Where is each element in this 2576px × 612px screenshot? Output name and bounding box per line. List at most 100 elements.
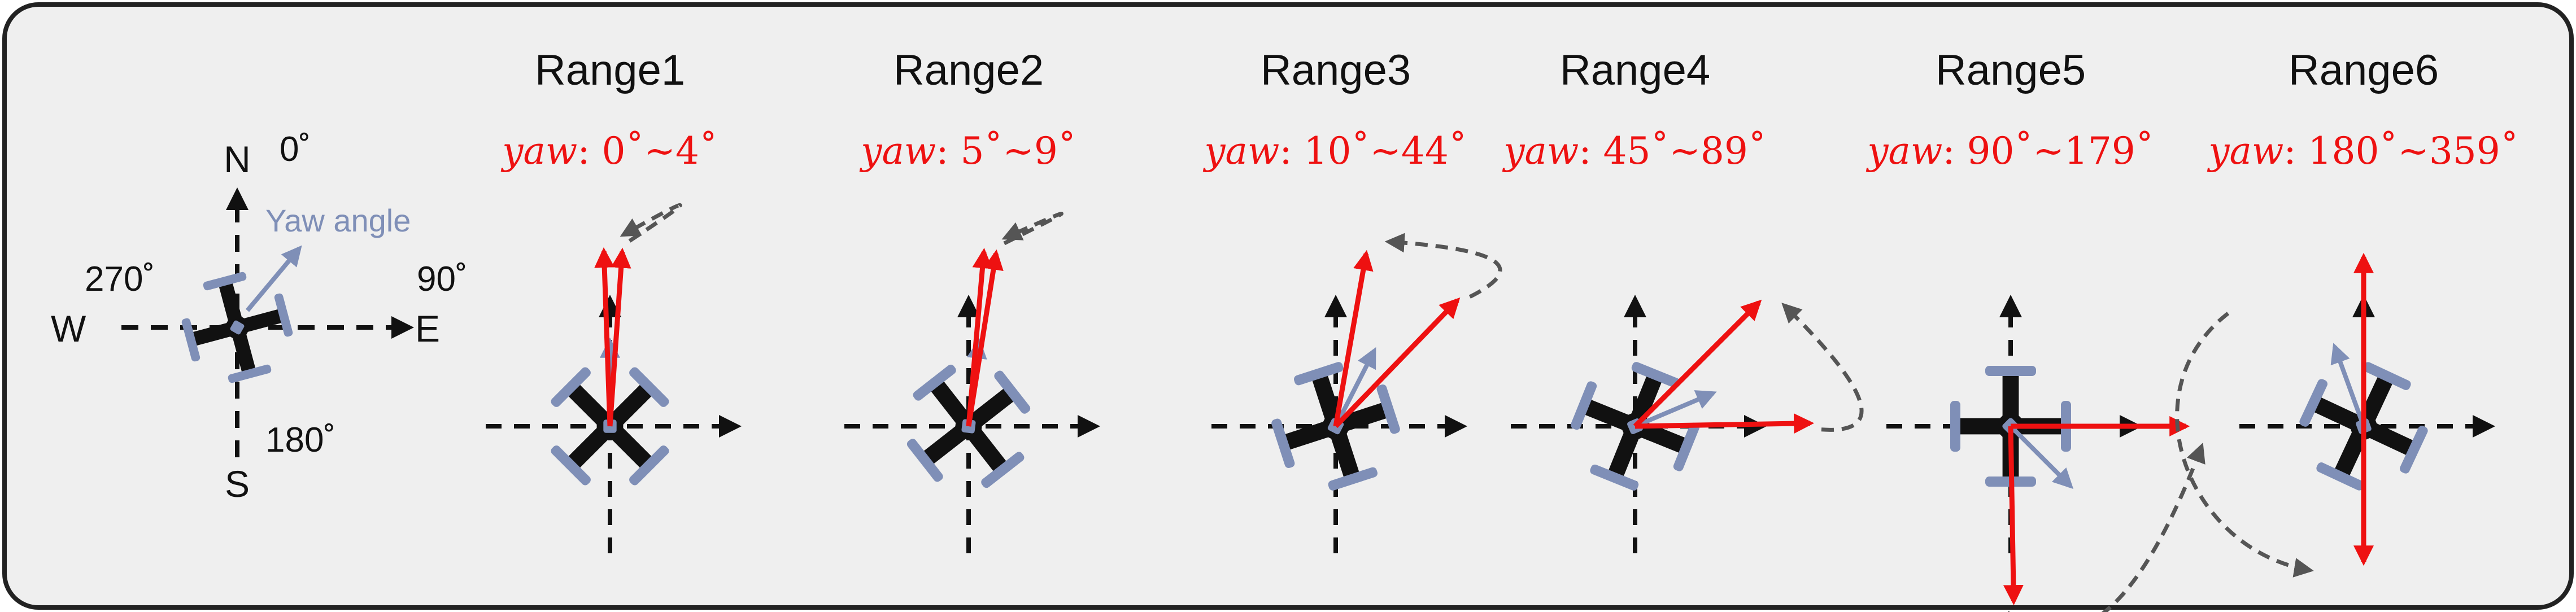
yaw-range-label: yaw: 90˚~179˚ [1865, 129, 2154, 173]
drone-arm [188, 320, 245, 346]
rotor-4 [2316, 462, 2364, 491]
drone-arm [1327, 403, 1392, 435]
range-panel-4: Range4 yaw: 45˚~89˚ [1502, 46, 1864, 553]
rotor-2 [994, 370, 1031, 414]
drone-arm [2002, 368, 2019, 435]
east-label: E [415, 308, 440, 349]
drone-arm [929, 378, 977, 435]
yaw-range-values: : 10˚~44˚ [1279, 129, 1467, 173]
drone-arm [1627, 371, 1662, 435]
yaw-variable: yaw [2207, 129, 2283, 173]
range-panel-5: Range5 yaw: 90˚~179˚ [1865, 46, 2205, 612]
rotor-3 [228, 364, 272, 383]
drone-arm [219, 278, 245, 335]
drone-arm [601, 382, 654, 435]
rotor-4 [1571, 381, 1597, 430]
rotor-3 [1950, 400, 1960, 452]
rotor-4 [551, 445, 591, 486]
yaw-variable: yaw [500, 129, 577, 173]
drone-arm [1952, 418, 2019, 435]
boundary-arrow [2003, 426, 2024, 606]
drone-center [230, 320, 245, 335]
drone-arm [566, 418, 618, 470]
range-title: Range5 [1936, 46, 2086, 94]
rotor-1 [1294, 362, 1344, 386]
heading-arrow [1634, 390, 1717, 429]
rotor-2 [274, 293, 293, 337]
boundary-arrow [1333, 250, 1374, 427]
rotor-2 [629, 367, 669, 407]
rotor-3 [2400, 426, 2428, 474]
rotor-2 [2363, 362, 2411, 390]
drone-arm [1627, 418, 1690, 453]
drone-arm [1580, 399, 1644, 435]
west-label: W [51, 308, 86, 349]
drone-arm [230, 320, 256, 377]
rotor-1 [2299, 379, 2327, 427]
yaw-range-values: : 90˚~179˚ [1942, 129, 2154, 173]
drone-arm [921, 418, 977, 466]
drone-arm [230, 309, 287, 335]
drone-arm [601, 418, 654, 470]
degree-west-label: 270˚ [85, 260, 155, 299]
drone-arm [1608, 418, 1644, 482]
range-panel-2: Range2 yaw: 5˚~9˚ [844, 46, 1100, 553]
rotor-1 [551, 367, 591, 407]
legend-drone-icon [181, 272, 293, 383]
rotation-indicator [1781, 303, 1864, 432]
drone-arm [1312, 370, 1344, 435]
rotor-2 [1673, 422, 1699, 471]
yaw-range-values: : 5˚~9˚ [936, 129, 1076, 173]
rotor-3 [1328, 467, 1378, 491]
drone-arm [960, 387, 1017, 435]
rotor-3 [981, 452, 1025, 488]
range-title: Range2 [893, 46, 1044, 94]
rotation-indicator [1384, 233, 1502, 299]
drone-icon [1571, 362, 1699, 491]
rotor-2 [1376, 384, 1400, 434]
yaw-range-values: : 180˚~359˚ [2283, 129, 2518, 173]
drone-icon [551, 367, 669, 486]
rotation-indicator [2175, 312, 2314, 578]
yaw-range-label: yaw: 45˚~89˚ [1502, 129, 1767, 173]
north-label: N [224, 138, 251, 180]
yaw-angle-arrow [245, 245, 302, 312]
yaw-range-label: yaw: 10˚~44˚ [1202, 129, 1467, 173]
compass-legend: N S E W 0˚ 90˚ 180˚ 270˚ Yaw angle [51, 130, 468, 505]
boundary-arrow [1634, 413, 1815, 434]
drone-arm [1327, 418, 1359, 483]
drone-arm [1279, 418, 1344, 450]
yaw-range-label: yaw: 180˚~359˚ [2207, 129, 2519, 173]
degree-north-label: 0˚ [280, 130, 311, 169]
rotation-indicator [2007, 442, 2205, 612]
drone-icon [181, 272, 293, 383]
rotor-4 [1985, 365, 2036, 376]
rotor-1 [1631, 362, 1680, 388]
rotation-indicator [620, 203, 682, 243]
boundary-arrow [1333, 297, 1461, 429]
yaw-variable: yaw [859, 129, 936, 173]
boundary-arrow [607, 247, 631, 427]
degree-south-label: 180˚ [265, 421, 335, 460]
yaw-range-label: yaw: 0˚~4˚ [500, 129, 718, 173]
yaw-range-label: yaw: 5˚~9˚ [859, 129, 1076, 173]
range-title: Range4 [1560, 46, 1710, 94]
heading-arrow [1333, 347, 1376, 427]
drone-arm [566, 382, 618, 435]
south-label: S [225, 463, 250, 505]
yaw-variable: yaw [1502, 129, 1579, 173]
rotor-1 [913, 364, 956, 401]
rotation-indicator [1001, 212, 1063, 246]
yaw-variable: yaw [1202, 129, 1279, 173]
boundary-arrow [594, 247, 615, 427]
heading-arrow [2009, 425, 2074, 489]
yaw-range-values: : 0˚~4˚ [577, 129, 718, 173]
rotor-4 [906, 439, 943, 482]
